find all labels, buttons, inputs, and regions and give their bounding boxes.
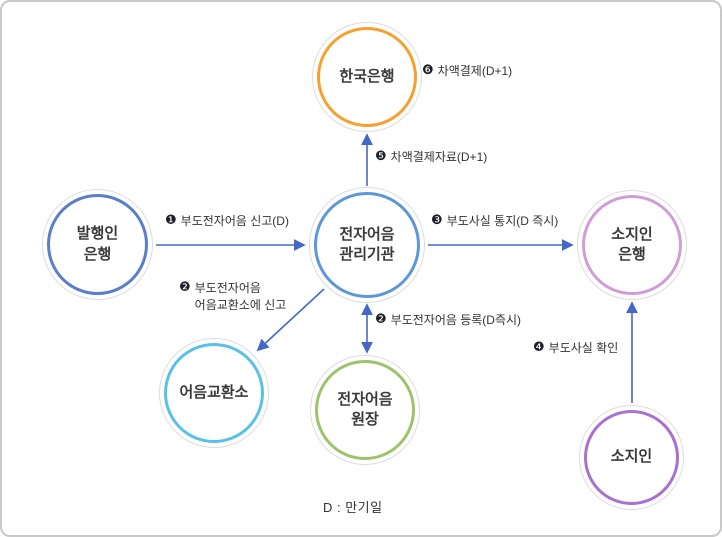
footnote-maturity-date: D : 만기일: [323, 500, 383, 515]
step-label-5-net-settlement-data: ❺ 차액결제자료(D+1): [375, 148, 487, 166]
node-bank-of-korea: 한국은행: [317, 27, 417, 127]
step-label-1-report-dishonored-bill: ❶ 부도전자어음 신고(D): [165, 212, 289, 230]
step-number-badge-5: ❺: [375, 148, 387, 163]
step-number-badge-6: ❻: [422, 62, 434, 77]
node-issuer-bank: 발행인 은행: [47, 194, 148, 295]
step-text-4: 부도사실 확인: [548, 341, 619, 355]
step-label-4-confirm-dishonor: ❹ 부도사실 확인: [533, 339, 618, 357]
step-number-badge-4: ❹: [533, 339, 545, 354]
step-text-1: 부도전자어음 신고(D): [180, 214, 289, 228]
node-ebill-ledger: 전자어음 원장: [315, 360, 415, 460]
step-label-2-report-to-clearing-house: ❷ 부도전자어음 어음교환소에 신고: [179, 279, 286, 315]
step-number-badge-1: ❶: [165, 212, 177, 227]
step-label-3-notify-dishonor: ❸ 부도사실 통지(D 즉시): [431, 212, 558, 230]
step-text-2a: 부도전자어음 어음교환소에 신고: [194, 281, 287, 313]
node-holder: 소지인: [584, 410, 679, 505]
step-text-2b: 부도전자어음 등록(D즉시): [390, 313, 522, 327]
step-text-3: 부도사실 통지(D 즉시): [446, 214, 559, 228]
node-ebill-management-agency: 전자어음 관리기관: [314, 192, 420, 298]
step-text-6: 차액결제(D+1): [437, 64, 513, 78]
step-number-badge-2b: ❷: [375, 311, 387, 326]
node-clearing-house: 어음교환소: [164, 343, 264, 443]
step-number-badge-3: ❸: [431, 212, 443, 227]
node-holder-bank: 소지인 은행: [582, 195, 682, 295]
step-label-6-net-settlement: ❻ 차액결제(D+1): [422, 62, 512, 80]
step-label-2-register-dishonored-bill: ❷ 부도전자어음 등록(D즉시): [375, 311, 521, 329]
step-text-5: 차액결제자료(D+1): [390, 150, 488, 164]
step-number-badge-2a: ❷: [179, 279, 191, 294]
